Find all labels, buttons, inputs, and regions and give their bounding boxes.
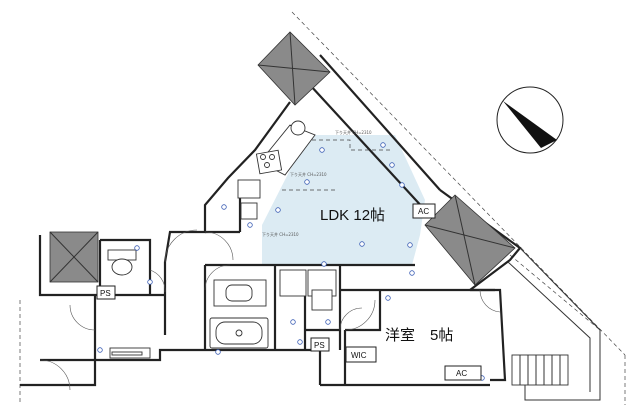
light-8 [359, 241, 365, 247]
balcony-right [424, 194, 516, 286]
light-1 [319, 147, 325, 153]
ps-center-box: PS [310, 337, 330, 352]
ps-left-box: PS [96, 285, 116, 300]
western-room-label: 洋室 5帖 [385, 327, 453, 344]
light-3 [380, 142, 386, 148]
ceiling-note-2: 下り天井 CH=2310 [290, 171, 327, 177]
light-18 [97, 347, 103, 353]
light-12 [134, 245, 140, 251]
light-14 [215, 349, 221, 355]
light-5 [304, 179, 310, 185]
balcony-top [257, 31, 331, 106]
stair-hatch [511, 354, 569, 386]
ac-ldk-label: AC [418, 207, 429, 216]
kitchen-counter [237, 120, 316, 220]
light-20 [385, 295, 391, 301]
light-13 [221, 204, 227, 210]
ceiling-note-1: 下り天井 CH=2310 [335, 129, 372, 135]
light-17 [325, 319, 331, 325]
light-2 [389, 162, 395, 168]
ac-ldk-box: AC [412, 203, 436, 219]
light-6 [275, 207, 281, 213]
interior-walls [93, 180, 495, 385]
toilet [107, 249, 137, 276]
balcony-left [49, 231, 99, 283]
right-exterior [507, 247, 601, 401]
light-7 [247, 222, 253, 228]
light-21 [147, 279, 153, 285]
light-4 [399, 182, 405, 188]
light-15 [290, 319, 296, 325]
north-arrow-icon [496, 86, 564, 154]
ldk-floor-area [262, 135, 425, 265]
light-9 [407, 242, 413, 248]
door-swings [39, 229, 501, 391]
ps-center-label: PS [314, 341, 325, 350]
exterior-walls [20, 54, 522, 387]
light-10 [409, 270, 415, 276]
ceiling-lights [97, 142, 485, 381]
wic-label: WIC [351, 351, 367, 360]
ac-room-box: AC [444, 365, 482, 381]
wic-box: WIC [345, 346, 377, 363]
ceiling-note-3: 下り天井 CH=2310 [262, 231, 299, 237]
washing-machine-pan [279, 269, 337, 311]
hallway-counter [109, 347, 151, 359]
ldk-label: LDK 12帖 [320, 207, 385, 224]
site-boundary [19, 11, 626, 405]
washbasin [213, 279, 267, 307]
ceiling-outline [282, 139, 392, 191]
light-16 [297, 339, 303, 345]
light-11 [321, 261, 327, 267]
bathtub [209, 317, 269, 349]
ps-left-label: PS [100, 289, 111, 298]
ac-room-label: AC [456, 369, 467, 378]
